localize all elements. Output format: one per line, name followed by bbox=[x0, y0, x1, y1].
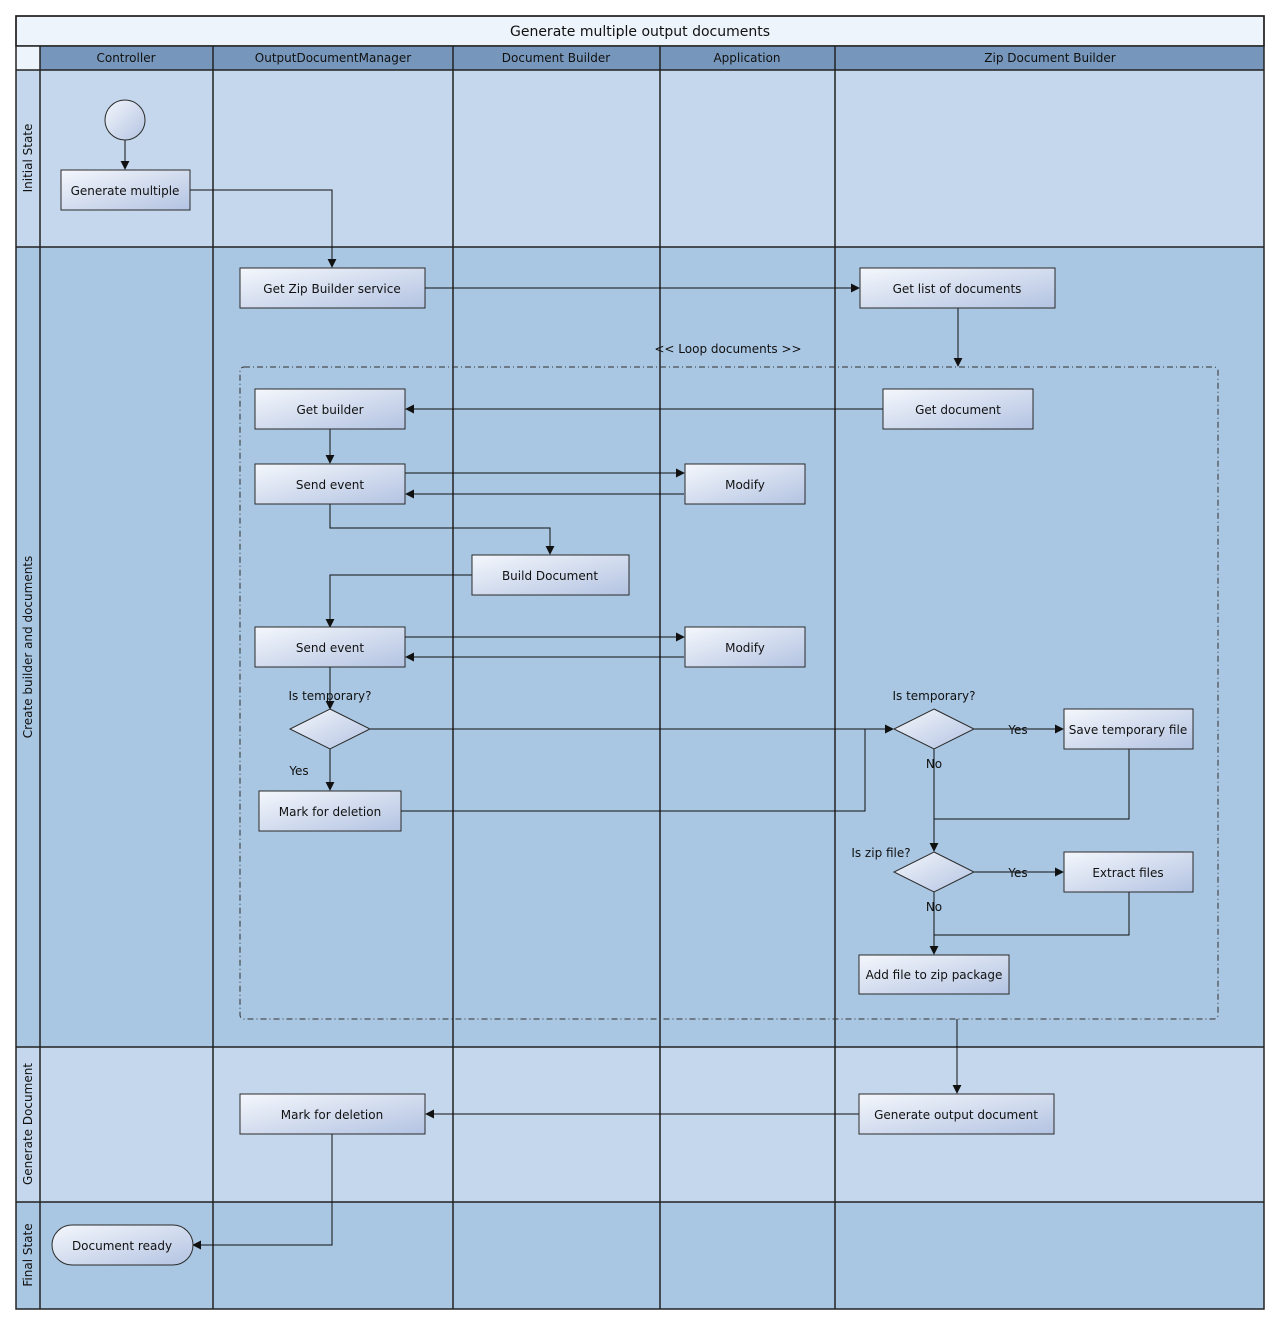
phase-bg-initial bbox=[16, 70, 1264, 247]
svg-text:Get list of documents: Get list of documents bbox=[893, 282, 1022, 296]
node-get-builder: Get builder bbox=[254, 388, 406, 430]
svg-text:Get builder: Get builder bbox=[296, 403, 363, 417]
node-save-temporary-file: Save temporary file bbox=[1063, 708, 1194, 750]
svg-text:Get Zip Builder service: Get Zip Builder service bbox=[263, 282, 400, 296]
edge-label-yes-temp-2: Yes bbox=[1007, 723, 1027, 737]
decision-label-is-zip-file: Is zip file? bbox=[851, 846, 910, 860]
phase-label-generate-document: Generate Document bbox=[21, 1063, 35, 1185]
phase-label-final-state: Final State bbox=[21, 1223, 35, 1286]
node-get-document: Get document bbox=[882, 388, 1034, 430]
svg-text:Document ready: Document ready bbox=[72, 1239, 172, 1253]
svg-text:Send event: Send event bbox=[296, 478, 365, 492]
svg-text:Generate multiple: Generate multiple bbox=[71, 184, 180, 198]
lane-header-document-builder: Document Builder bbox=[502, 51, 610, 65]
edge-label-yes-temp-1: Yes bbox=[288, 764, 308, 778]
phase-label-initial-state: Initial State bbox=[21, 124, 35, 193]
title-bar bbox=[15, 15, 1265, 47]
node-get-zip-builder-service: Get Zip Builder service bbox=[239, 267, 426, 309]
node-modify-2: Modify bbox=[684, 626, 806, 668]
node-build-document: Build Document bbox=[471, 554, 630, 596]
svg-text:Modify: Modify bbox=[725, 478, 765, 492]
svg-text:Generate output document: Generate output document bbox=[874, 1108, 1038, 1122]
decision-is-temporary-2: Is temporary? bbox=[892, 689, 976, 750]
start-node bbox=[104, 99, 146, 141]
node-modify-1: Modify bbox=[684, 463, 806, 505]
diagram-title: Generate multiple output documents bbox=[510, 24, 770, 40]
node-document-ready: Document ready bbox=[51, 1224, 194, 1266]
node-mark-for-deletion-1: Mark for deletion bbox=[258, 790, 402, 832]
decision-label-is-temporary-1: Is temporary? bbox=[288, 689, 371, 703]
svg-text:Build Document: Build Document bbox=[502, 569, 598, 583]
corner-cell bbox=[16, 46, 40, 70]
phase-bg-create bbox=[16, 247, 1264, 1047]
loop-frame bbox=[239, 366, 1219, 1020]
svg-text:Mark for deletion: Mark for deletion bbox=[281, 1108, 383, 1122]
svg-text:Get document: Get document bbox=[915, 403, 1001, 417]
decision-label-is-temporary-2: Is temporary? bbox=[892, 689, 975, 703]
phase-bg-generate bbox=[16, 1047, 1264, 1202]
lane-header-zip-document-builder: Zip Document Builder bbox=[984, 51, 1115, 65]
node-add-file-to-zip-package: Add file to zip package bbox=[858, 954, 1010, 995]
node-send-event-2: Send event bbox=[254, 626, 406, 668]
node-get-list-of-documents: Get list of documents bbox=[859, 267, 1056, 309]
svg-text:Modify: Modify bbox=[725, 641, 765, 655]
phase-label-create-builder: Create builder and documents bbox=[21, 556, 35, 739]
svg-text:Mark for deletion: Mark for deletion bbox=[279, 805, 381, 819]
lane-header-outputdocumentmanager: OutputDocumentManager bbox=[255, 51, 412, 65]
edge-label-no-temp-2: No bbox=[926, 757, 942, 771]
loop-label: << Loop documents >> bbox=[654, 342, 801, 356]
svg-text:Add file to zip package: Add file to zip package bbox=[866, 968, 1003, 982]
decision-is-temporary-1: Is temporary? bbox=[288, 689, 372, 750]
node-generate-output-document: Generate output document bbox=[858, 1093, 1055, 1135]
node-mark-for-deletion-2: Mark for deletion bbox=[239, 1093, 426, 1135]
lane-header-application: Application bbox=[713, 51, 780, 65]
node-send-event-1: Send event bbox=[254, 463, 406, 505]
edges bbox=[120, 140, 1130, 1250]
grid-lines bbox=[15, 15, 1265, 1310]
phase-bg-final bbox=[16, 1202, 1264, 1309]
node-generate-multiple: Generate multiple bbox=[60, 169, 191, 211]
svg-text:Extract files: Extract files bbox=[1092, 866, 1163, 880]
lane-header-controller: Controller bbox=[96, 51, 155, 65]
lane-header-row bbox=[40, 46, 1264, 70]
svg-text:Send event: Send event bbox=[296, 641, 365, 655]
edge-label-no-zip: No bbox=[926, 900, 942, 914]
node-extract-files: Extract files bbox=[1063, 851, 1194, 893]
decision-is-zip-file: Is zip file? bbox=[851, 846, 976, 893]
edge-label-yes-zip: Yes bbox=[1007, 866, 1027, 880]
svg-text:Save temporary file: Save temporary file bbox=[1069, 723, 1187, 737]
